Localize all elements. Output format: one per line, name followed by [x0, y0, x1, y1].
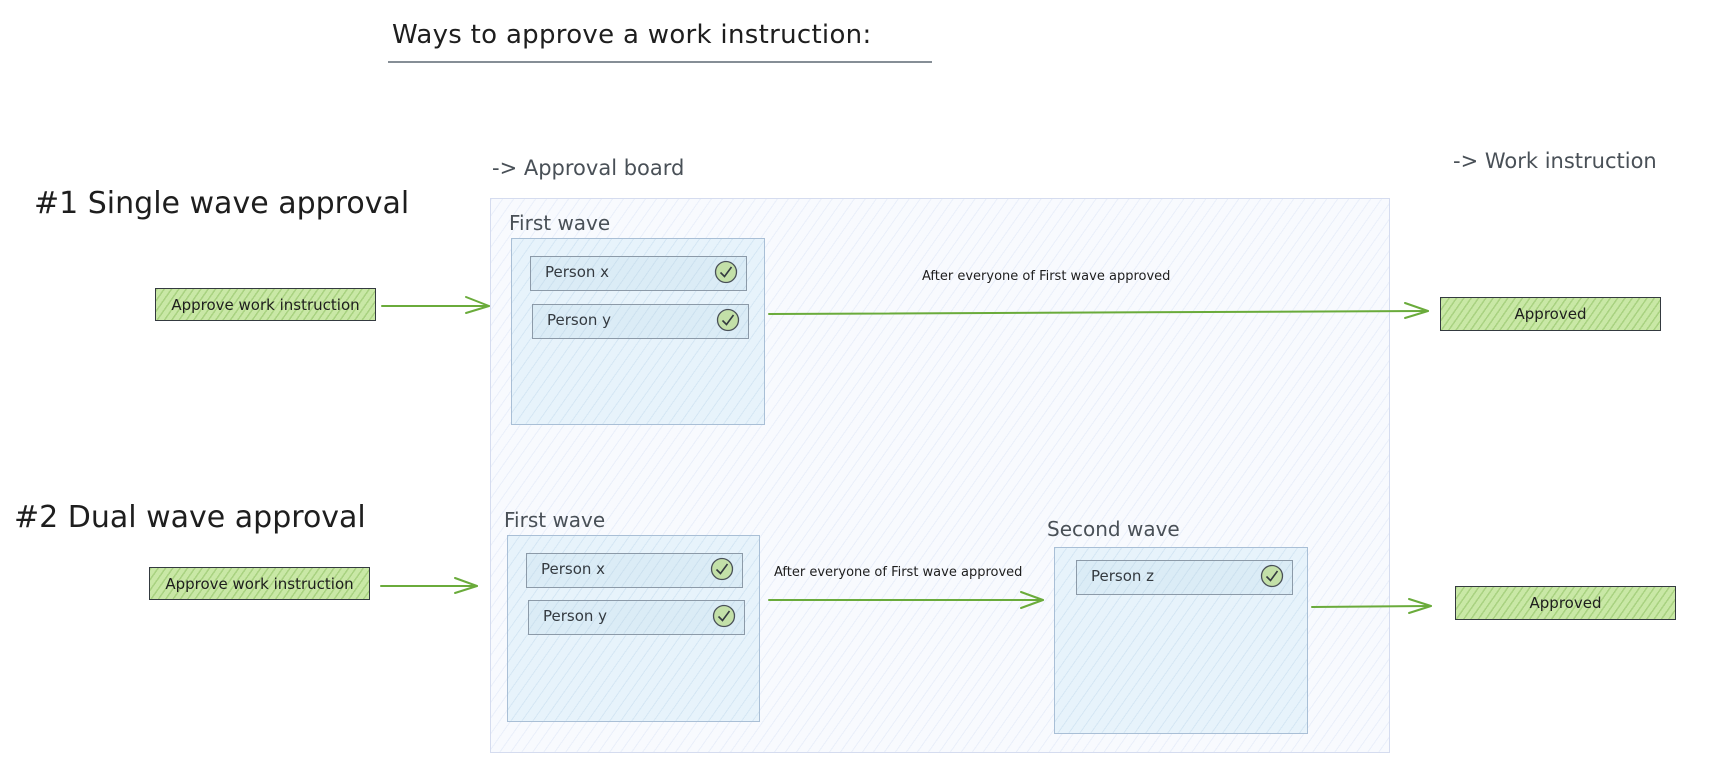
transition-label: After everyone of First wave approved	[774, 565, 1023, 580]
second-wave-label: Second wave	[1047, 517, 1180, 541]
arrow-to-first-wave	[380, 577, 478, 594]
title-underline	[388, 61, 932, 63]
check-icon	[716, 308, 740, 332]
arrow-to-approved	[768, 302, 1429, 319]
check-icon	[712, 604, 736, 628]
approver-card: Person z	[1076, 560, 1293, 595]
approval-board-label: -> Approval board	[492, 156, 685, 180]
approver-card: Person x	[530, 256, 747, 291]
approver-name: Person z	[1091, 567, 1155, 585]
approve-work-instruction-button[interactable]: Approve work instruction	[149, 567, 370, 600]
approved-status: Approved	[1455, 586, 1676, 620]
approver-card: Person x	[526, 553, 743, 588]
approver-name: Person x	[541, 560, 606, 578]
approver-card: Person y	[528, 600, 745, 635]
section-1-heading: #1 Single wave approval	[34, 186, 410, 221]
approver-name: Person y	[547, 311, 612, 329]
approver-name: Person x	[545, 263, 610, 281]
section-2-heading: #2 Dual wave approval	[14, 500, 366, 535]
arrow-to-second-wave	[768, 591, 1044, 609]
approver-card: Person y	[532, 304, 749, 339]
first-wave-label: First wave	[509, 211, 611, 235]
first-wave-label: First wave	[504, 508, 606, 532]
check-icon	[1260, 564, 1284, 588]
arrow-to-approved	[1311, 598, 1432, 614]
diagram-title: Ways to approve a work instruction:	[392, 20, 872, 50]
approver-name: Person y	[543, 607, 608, 625]
work-instruction-label: -> Work instruction	[1453, 149, 1657, 173]
approved-status: Approved	[1440, 297, 1661, 331]
check-icon	[714, 260, 738, 284]
arrow-to-first-wave	[381, 296, 490, 314]
approve-work-instruction-button[interactable]: Approve work instruction	[155, 288, 376, 321]
check-icon	[710, 557, 734, 581]
transition-label: After everyone of First wave approved	[922, 269, 1171, 284]
